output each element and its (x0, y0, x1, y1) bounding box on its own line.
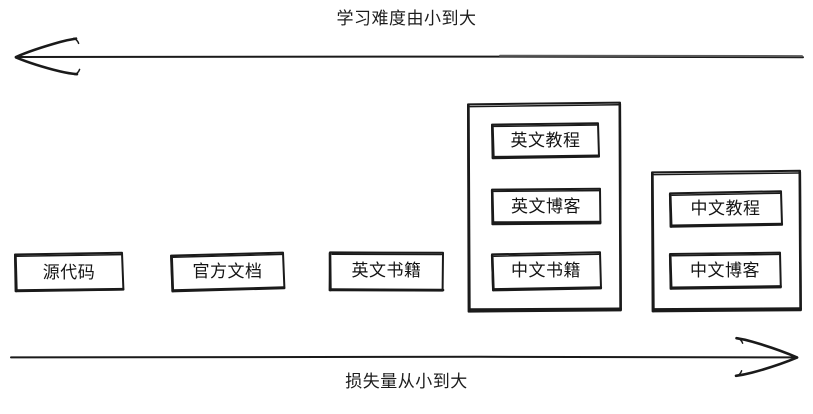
node-label-chinese-tutorial[interactable]: 中文教程 (690, 199, 761, 219)
node-label-chinese-blog[interactable]: 中文博客 (690, 260, 760, 281)
node-label-english-tutorial[interactable]: 英文教程 (510, 130, 581, 151)
node-label-source-code[interactable]: 源代码 (42, 262, 96, 283)
node-label-official-docs[interactable]: 官方文档 (192, 261, 263, 282)
node-label-english-blog[interactable]: 英文博客 (511, 196, 581, 217)
node-label-chinese-books[interactable]: 中文书籍 (511, 261, 581, 281)
arrow-left-icon (14, 37, 804, 76)
top-axis-label: 学习难度由小到大 (336, 9, 477, 29)
node-label-english-books[interactable]: 英文书籍 (351, 261, 422, 281)
bottom-axis-label: 损失量从小到大 (345, 372, 468, 392)
